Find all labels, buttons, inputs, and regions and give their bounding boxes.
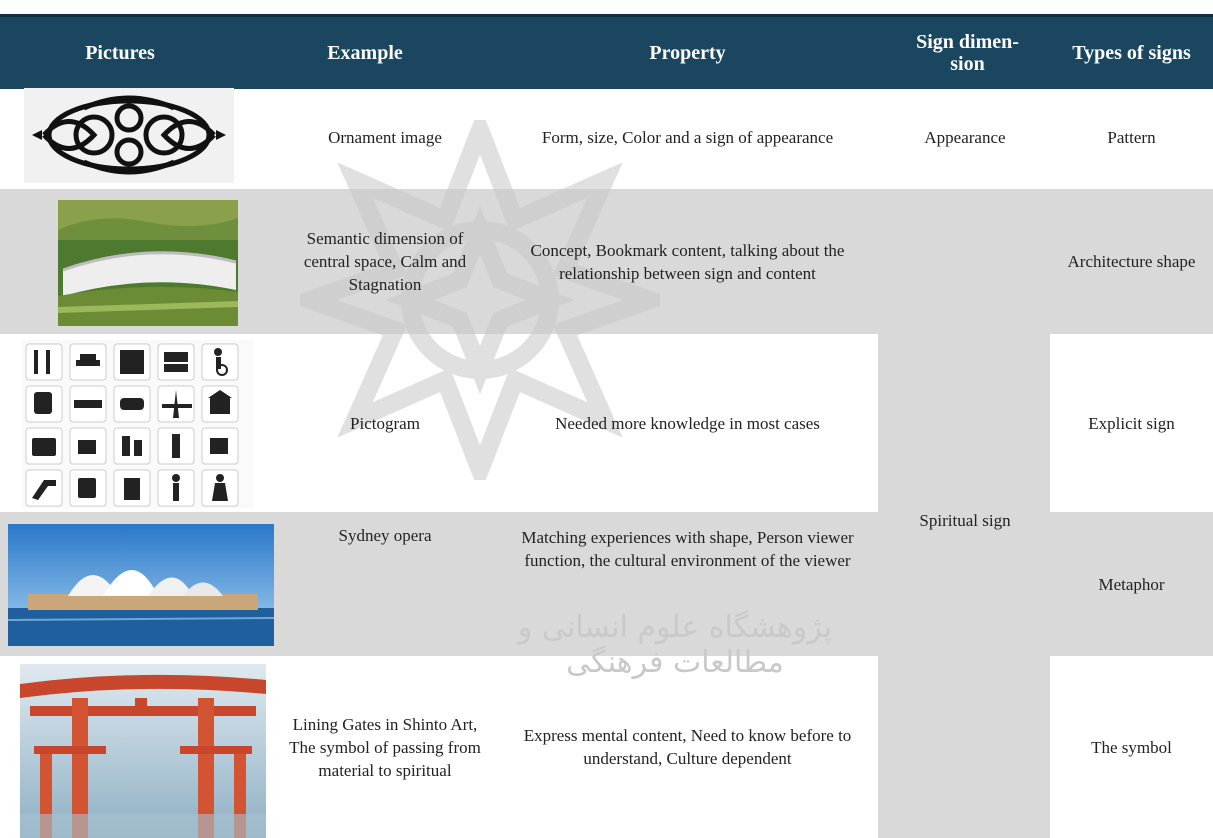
example-cell-1: Ornament image [328,128,442,147]
property-cell-3: Needed more knowledge in most cases [555,413,820,433]
type-cell-3: Explicit sign [1088,413,1175,433]
dimension-appearance-cell: Appearance [924,128,1006,147]
property-cell-5: Express mental content, Need to know bef… [523,726,852,768]
type-cell-2: Architecture shape [1067,252,1196,271]
example-cell-5: Lining Gates in Shinto Art, The symbol o… [289,714,481,780]
type-cell-5: The symbol [1091,737,1172,757]
header-sign-dimension: Sign dimen- sion [916,31,1019,75]
dimension-spiritual-cell: Spiritual sign [919,510,1011,530]
property-cell-1: Form, size, Color and a sign of appearan… [541,128,834,147]
type-cell-1: Pattern [1107,128,1156,147]
property-cell-4: Matching experiences with shape, Person … [521,528,854,570]
pictogram-image [22,340,254,508]
type-cell-4: Metaphor [1098,574,1165,594]
central-space-building-image [58,200,238,326]
ornament-image [24,88,234,183]
sydney-opera-image [8,524,274,646]
header-pictures: Pictures [85,42,155,64]
spiritual-cell-bg [878,189,1050,838]
example-cell-2: Semantic dimension of central space, Cal… [303,229,467,294]
top-margin [0,0,1213,14]
header-types-of-signs: Types of signs [1072,42,1191,64]
property-cell-2: Concept, Bookmark content, talking about… [530,240,845,283]
table-header: Pictures Example Property Sign dimen- si… [0,14,1213,89]
example-cell-4: Sydney opera [338,526,432,545]
example-cell-3: Pictogram [350,413,420,433]
header-example: Example [327,42,403,64]
shinto-gate-image [20,664,266,838]
header-property: Property [649,42,726,64]
